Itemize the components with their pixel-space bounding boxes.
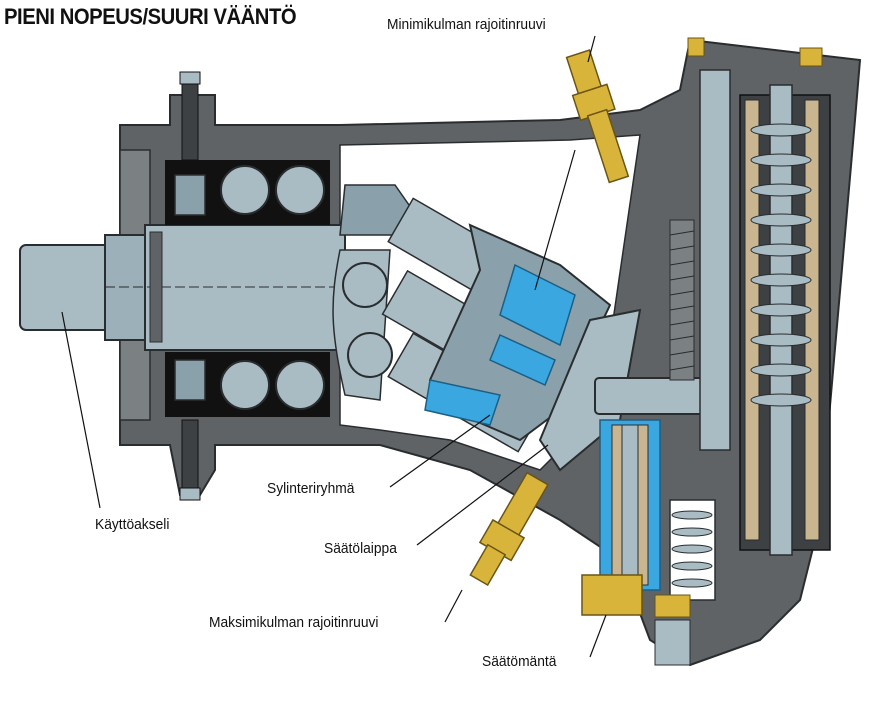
control-plate: [538, 308, 706, 472]
brass-parts: [469, 37, 823, 666]
flange-bolts: [179, 71, 201, 501]
label-min-angle-screw: Minimikulman rajoitinruuvi: [387, 16, 546, 33]
leader-min-angle-screw-2: [534, 149, 576, 291]
leader-drive-shaft: [61, 311, 101, 509]
label-control-plate: Säätölaippa: [324, 540, 397, 557]
leader-control-piston: [589, 614, 607, 658]
leader-lines: [61, 35, 607, 658]
label-control-piston: Säätömäntä: [482, 653, 557, 670]
diagram-title: PIENI NOPEUS/SUURI VÄÄNTÖ: [4, 4, 297, 29]
leader-control-plate: [416, 444, 549, 546]
label-cylinder-group: Sylinteriryhmä: [267, 480, 355, 497]
control-mechanism: [599, 69, 831, 601]
drive-shaft: [19, 224, 346, 351]
label-max-angle-screw: Maksimikulman rajoitinruuvi: [209, 614, 379, 631]
leader-max-angle-screw: [444, 589, 463, 623]
leader-cylinder-group: [389, 414, 491, 488]
leader-min-angle-screw: [587, 35, 596, 63]
label-drive-shaft: Käyttöakseli: [95, 516, 170, 533]
bearings: [165, 160, 330, 417]
